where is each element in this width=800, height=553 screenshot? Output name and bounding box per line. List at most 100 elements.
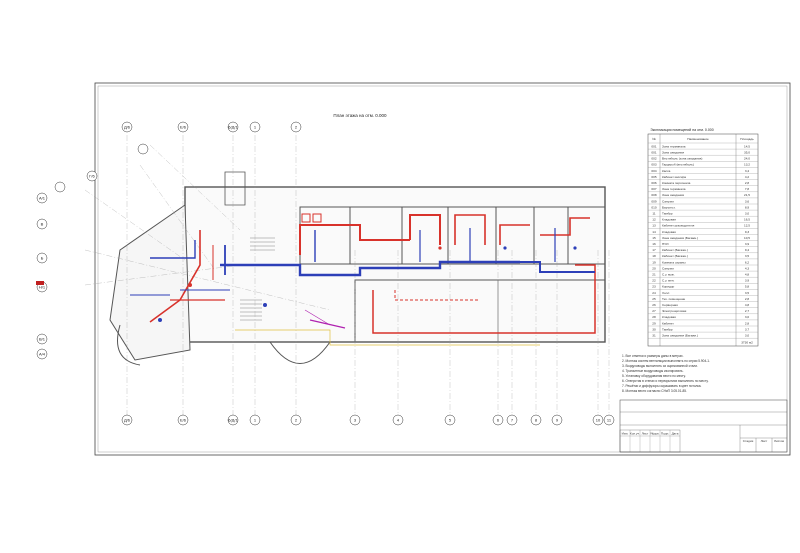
room-name: Кабинет [662,321,674,325]
room-number: 24 [652,291,656,295]
room-name: Комната персонала [662,181,691,185]
svg-text:4. Транзитные воздуховоды изол: 4. Транзитные воздуховоды изолировать. [622,369,684,373]
svg-text:А/4: А/4 [39,352,46,357]
svg-text:Лист: Лист [761,439,768,443]
svg-text:Площадь: Площадь [740,137,754,141]
room-area: 12,5 [744,224,750,228]
auxiliary-lines [235,309,540,346]
room-number: 30 [652,327,656,331]
svg-text:3. Воздуховоды выполнять из оц: 3. Воздуховоды выполнять из оцинкованной… [622,364,698,368]
svg-text:Г/6: Г/6 [89,174,95,179]
room-number: 006 [651,181,656,185]
room-area: 2,7 [745,309,750,313]
general-notes: 1. Все отметки и размеры даны в метрах. … [622,354,710,393]
axis-markers-top: Д/6 Е/6 6/Д/1 1 2 [121,121,302,133]
svg-text:2. Монтаж систем вентиляции вы: 2. Монтаж систем вентиляции выполнять по… [622,359,710,363]
title-block-labels: Изм. Кол.уч. Лист №док. Подп. Дата Стади… [622,432,785,444]
room-area: 6,2 [745,260,750,264]
room-area: 3,6 [745,199,750,203]
svg-text:2: 2 [295,125,298,130]
room-name: Кладовая [662,218,676,222]
svg-text:6. Отверстия в стенах и перекр: 6. Отверстия в стенах и перекрытиях выпо… [622,379,709,383]
svg-text:Наименование: Наименование [687,137,709,141]
room-name: Санузел [662,199,674,203]
svg-text:5: 5 [449,418,452,423]
svg-text:В: В [41,222,44,227]
room-number: 17 [652,248,656,252]
svg-text:Д/6: Д/6 [124,418,131,423]
room-area: 4,8 [745,273,750,277]
room-number: 003 [651,163,656,167]
svg-text:8. Монтаж вести согласно СНиП: 8. Монтаж вести согласно СНиП 3.05.01-85… [622,389,687,393]
room-number: 004 [651,169,656,173]
room-number: 22 [652,279,656,283]
building-walls [109,171,606,366]
room-name: Вестибюль (зона ожидания) [662,157,702,161]
room-name: Комната охраны [662,260,686,264]
room-name: ПУИ [662,242,668,246]
room-number: 12 [652,218,656,222]
sheet-frame [94,82,791,456]
sheet-inner-frame [97,85,788,453]
room-name: Кладовая [662,230,676,234]
svg-text:3: 3 [354,418,357,423]
room-name: Зона ожидания (Багажн.) [662,334,698,338]
room-number: 20 [652,266,656,270]
room-name: Коридор [662,285,674,289]
room-name: С.у. муж. [662,273,675,277]
room-name: Холл [662,291,669,295]
room-number: 001 [651,144,656,148]
room-name: Кабинет кассира [662,175,686,179]
room-name: Санузел [662,266,674,270]
room-name: Гардероб (вестибюль) [662,163,694,167]
room-number: 25 [652,297,656,301]
axis-markers-bottom: Д/6 Е/6 6/Д/1 1 2 3 4 5 6 7 8 9 10 11 [121,414,615,426]
room-name: Зона ожидания [662,193,684,197]
room-name: Зона ожидания (Багажн.) [662,236,698,240]
room-name: Касса [662,169,671,173]
room-number: 005 [651,175,656,179]
room-name: С.у. жен. [662,279,675,283]
svg-text:10: 10 [596,418,601,423]
room-area: 3,0 [745,212,750,216]
svg-text:Подп.: Подп. [661,432,669,436]
svg-text:7. Решётки и диффузоры окрашив: 7. Решётки и диффузоры окрашивать в цвет… [622,384,702,388]
room-number: 26 [652,303,656,307]
svg-text:Б: Б [41,256,44,261]
room-area: 3,9 [745,242,750,246]
svg-text:1. Все отметки и размеры даны: 1. Все отметки и размеры даны в метрах. [622,354,684,358]
room-number: 15 [652,236,656,240]
room-name: Кладовая [662,315,676,319]
room-name: Тамбур [662,212,673,216]
svg-text:11: 11 [607,418,612,423]
supply-ducts [149,214,596,334]
svg-text:8: 8 [535,418,538,423]
svg-text:Е/6: Е/6 [180,418,187,423]
room-number: 21 [652,273,656,277]
room-area: 24,0 [744,157,750,161]
room-area: 2,8 [745,181,750,185]
room-number: 18 [652,254,656,258]
room-number: 001 [651,151,656,155]
room-name: Кабинет (Багажн.) [662,254,688,258]
svg-text:2: 2 [295,418,298,423]
svg-text:4: 4 [397,418,400,423]
room-number: 11 [652,212,655,216]
room-schedule-total: 3730 м2 [741,341,753,345]
room-area: 2,8 [745,297,750,301]
room-area: 3,0 [745,334,750,338]
svg-text:Изм.: Изм. [622,432,629,436]
room-area: 3,4 [745,169,750,173]
svg-text:Е/6: Е/6 [180,125,187,130]
room-number: 008 [651,193,656,197]
room-area: 21,5 [744,193,750,197]
room-name: Кабинет (Багажн.) [662,248,688,252]
svg-text:1: 1 [254,125,257,130]
svg-text:Лист: Лист [642,432,649,436]
room-number: 28 [652,315,656,319]
svg-text:Дата: Дата [672,432,679,436]
room-area: 14,5 [744,144,750,148]
room-name: Зона ожидания [662,151,684,155]
room-name: Зона терминала [662,144,686,148]
